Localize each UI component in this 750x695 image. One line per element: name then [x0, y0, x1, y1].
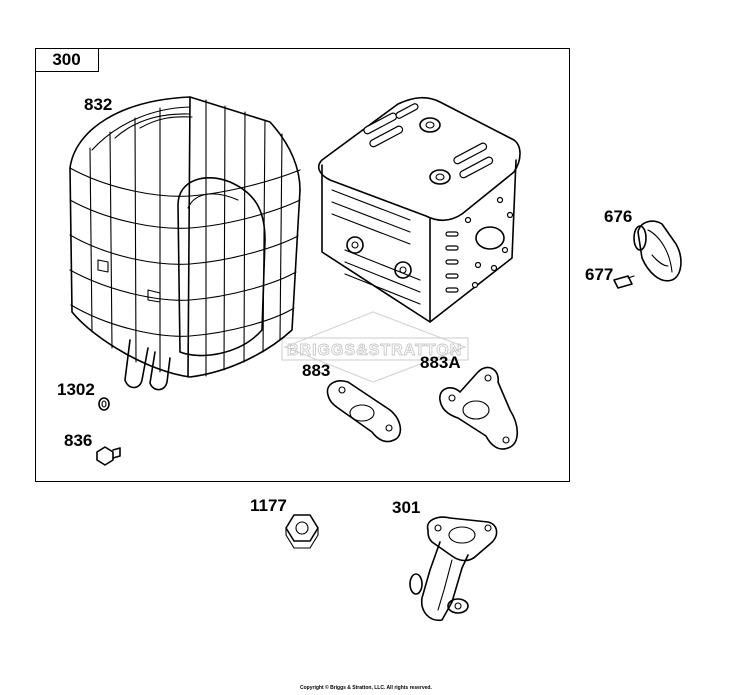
- assembly-frame: [35, 48, 570, 482]
- callout-1302: 1302: [57, 380, 95, 399]
- copyright-notice: Copyright © Briggs & Stratton, LLC. All …: [300, 685, 432, 691]
- assembly-number: 300: [35, 48, 99, 72]
- brand-watermark: BRIGGS&STRATTON: [281, 311, 469, 383]
- exhaust-elbow: [409, 516, 498, 622]
- callout-677: 677: [585, 265, 614, 284]
- muffler-guard-cage: [69, 96, 301, 391]
- hex-screw: [96, 446, 121, 466]
- callout-301: 301: [392, 498, 421, 517]
- callout-883a: 883A: [420, 353, 461, 372]
- lock-washer: [98, 397, 110, 411]
- exhaust-gasket: [326, 380, 402, 443]
- spark-arrester-deflector: [633, 220, 682, 282]
- callout-836: 836: [64, 431, 93, 450]
- watermark-text: BRIGGS&STRATTON: [287, 342, 462, 359]
- deflector-screw: [613, 275, 635, 289]
- exhaust-gasket-a: [439, 366, 519, 450]
- callout-1177: 1177: [250, 496, 287, 515]
- callout-883: 883: [302, 361, 331, 380]
- muffler-heat-shield: [317, 96, 521, 323]
- callout-832: 832: [84, 95, 113, 114]
- callout-676: 676: [604, 207, 633, 226]
- flange-nut: [285, 514, 319, 549]
